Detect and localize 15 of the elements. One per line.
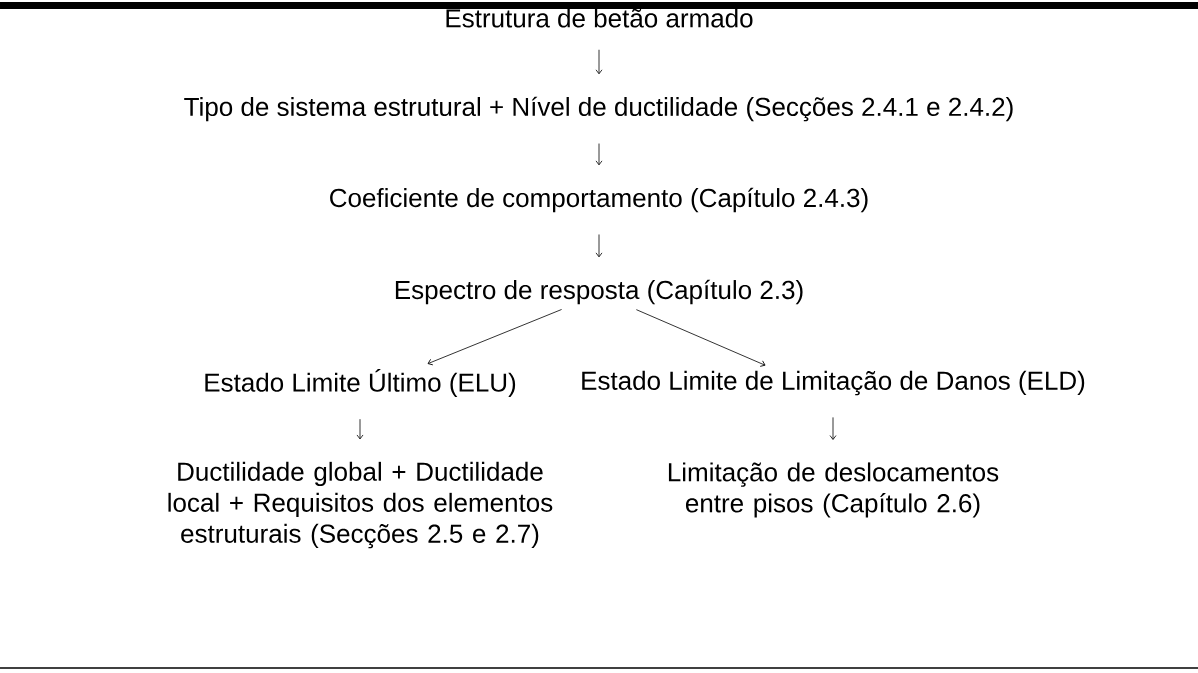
flow-step-text: Estrutura de betão armado: [446, 8, 753, 28]
flow-step-text: Espectro de resposta (Capítulo 2.3): [395, 279, 803, 305]
arrow: [595, 49, 603, 75]
flow-step-text: Limitação de deslocamentos entre pisos (Capítulo 2.6): [668, 462, 999, 518]
flow-step-text: Ductilidade global + Ductilidade local + Requisitos dos elementos estruturais (Secções 2.5 e 2.7): [168, 461, 553, 549]
flow-step-text: Tipo de sistema estrutural + Nível de ductilidade (Secções 2.4.1 e 2.4.2): [184, 96, 1013, 122]
arrow: [829, 417, 837, 440]
flow-step-text: Coeficiente de comportamento (Capítulo 2.4.3): [330, 187, 868, 213]
arrow: [595, 234, 603, 258]
flow-step-text: Estado Limite Último (ELU): [205, 369, 516, 397]
arrow: [427, 309, 562, 366]
flow-step-text: Estado Limite de Limitação de Danos (ELD): [582, 370, 1085, 396]
arrow: [595, 143, 603, 166]
arrow: [356, 418, 364, 440]
arrow: [635, 309, 766, 367]
